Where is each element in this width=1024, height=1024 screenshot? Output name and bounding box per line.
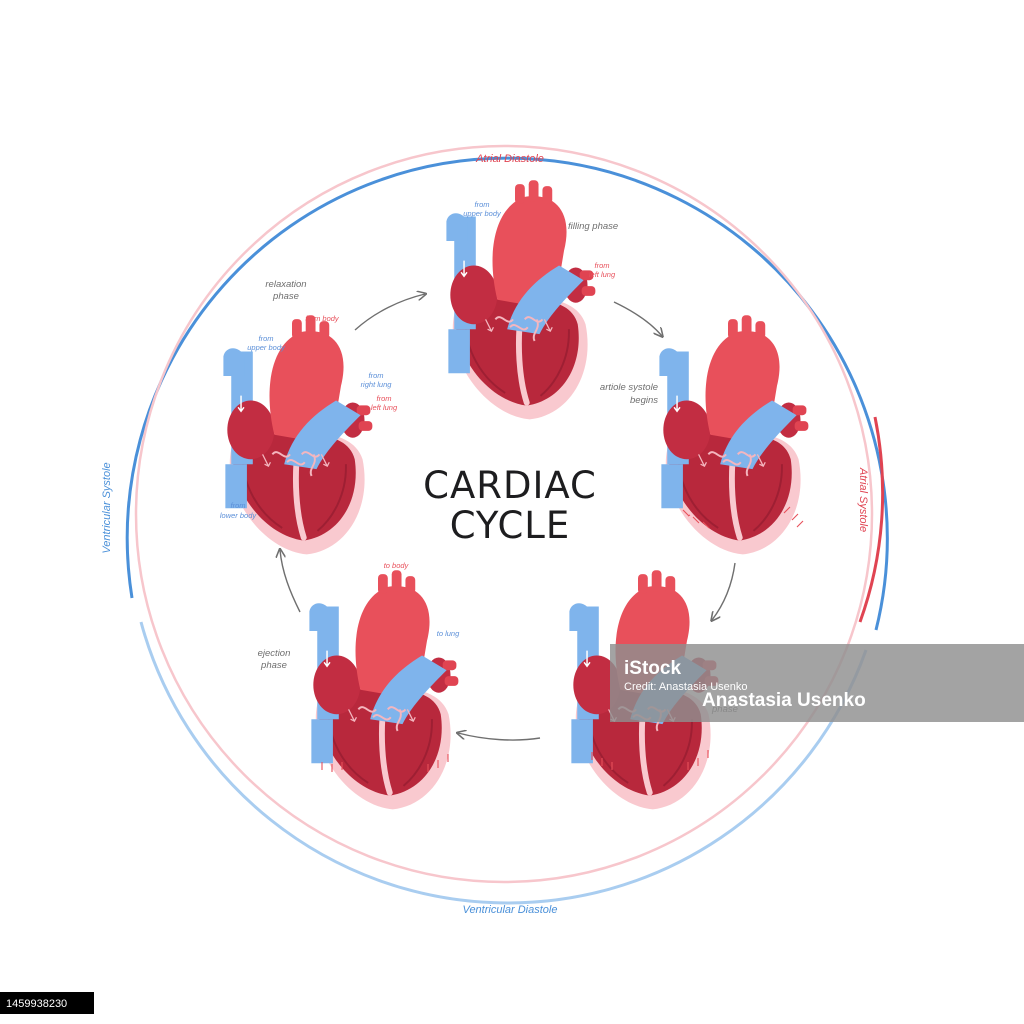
atrial-systole-arc bbox=[858, 416, 885, 623]
from-left-lung-b-1: from bbox=[377, 394, 392, 403]
atrial-systole-label: Atrial Systole bbox=[857, 467, 869, 532]
from-upper-body-b-2: upper body bbox=[247, 343, 286, 352]
watermark-author: Anastasia Usenko bbox=[702, 690, 866, 711]
ejection-phase-label-1: ejection bbox=[258, 648, 291, 659]
from-body-label: from body bbox=[305, 314, 340, 323]
from-right-lung-2: right lung bbox=[361, 380, 393, 389]
from-right-lung-1: from bbox=[369, 371, 384, 380]
relaxation-phase-label-2: phase bbox=[272, 291, 299, 302]
from-left-lung-a-2: left lung bbox=[589, 270, 616, 279]
cycle-arrow-top-right bbox=[613, 301, 662, 336]
watermark-brand: iStock bbox=[624, 658, 681, 679]
title-line-1: CARDIAC bbox=[423, 464, 597, 507]
cycle-arrow-left bbox=[280, 550, 301, 613]
filling-phase-label: filling phase bbox=[568, 221, 618, 232]
title-line-2: CYCLE bbox=[450, 504, 571, 547]
image-id-text: 1459938230 bbox=[6, 998, 67, 1010]
watermark-credit: Credit: Anastasia Usenko bbox=[624, 681, 748, 693]
ventricular-systole-label: Ventricular Systole bbox=[101, 462, 113, 553]
atrial-systole-begins-label-1: artiole systole bbox=[600, 382, 658, 393]
from-lower-body-1: from bbox=[231, 501, 246, 510]
cycle-arrow-bottom bbox=[458, 733, 541, 741]
heart-atrial-systole bbox=[659, 315, 808, 554]
from-upper-body-a-2: upper body bbox=[463, 209, 502, 218]
relaxation-phase-label-1: relaxation bbox=[265, 279, 306, 290]
from-left-lung-a-1: from bbox=[595, 261, 610, 270]
from-upper-body-a-1: from bbox=[475, 200, 490, 209]
from-left-lung-b-2: left lung bbox=[371, 403, 398, 412]
ventricular-diastole-arc bbox=[139, 621, 868, 905]
cycle-arrow-right bbox=[712, 562, 736, 620]
ventricular-diastole-label: Ventricular Diastole bbox=[463, 904, 558, 916]
from-lower-body-2: lower body bbox=[220, 511, 258, 520]
cycle-arrow-top-left bbox=[354, 294, 425, 331]
ejection-phase-label-2: phase bbox=[260, 660, 287, 671]
contraction-arrows bbox=[321, 506, 804, 772]
atrial-diastole-circle bbox=[134, 144, 874, 884]
atrial-systole-begins-label-2: begins bbox=[630, 395, 658, 406]
to-body-label: to body bbox=[384, 561, 410, 570]
atrial-diastole-label: Atrial Diastole bbox=[475, 153, 544, 165]
image-id-box: 1459938230 bbox=[0, 992, 94, 1014]
watermark-banner: iStock Credit: Anastasia Usenko Anastasi… bbox=[610, 644, 1024, 722]
to-lung-label: to lung bbox=[437, 629, 460, 638]
from-upper-body-b-1: from bbox=[259, 334, 274, 343]
heart-ejection-phase bbox=[309, 570, 458, 809]
